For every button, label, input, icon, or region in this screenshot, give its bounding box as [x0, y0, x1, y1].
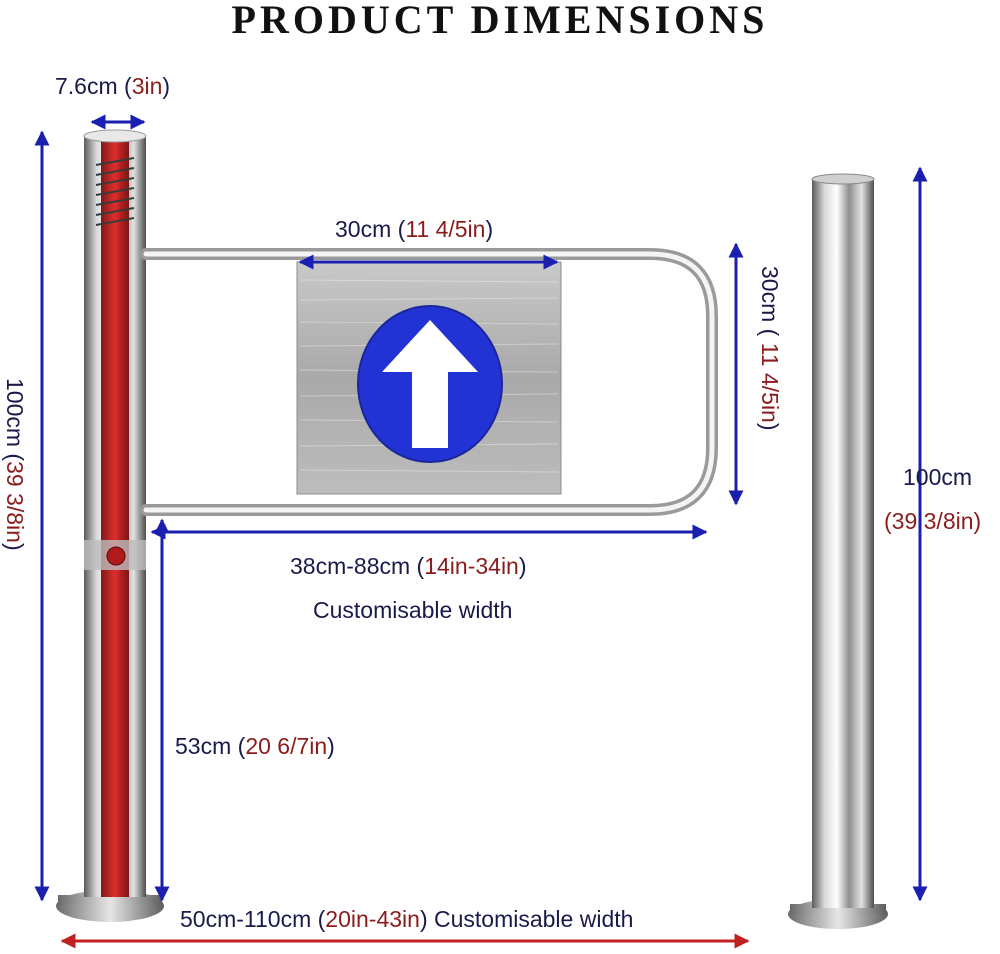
post-diameter-label: 7.6cm (3in): [55, 73, 171, 99]
up-arrow-icon: [357, 305, 503, 463]
right-height-imperial-label: (39 3/8in): [884, 508, 982, 534]
right-height-label: 100cm: [903, 464, 973, 490]
arm-elevation-label: 53cm (20 6/7in): [175, 733, 335, 759]
spring: [95, 157, 135, 226]
left-height-label: 100cm (39 3/8in): [2, 378, 28, 551]
right-post: [788, 173, 888, 929]
arm-width-label: 38cm-88cm (14in-34in): [290, 553, 527, 579]
sign-panel: [296, 261, 562, 495]
page-title: PRODUCT DIMENSIONS: [231, 0, 769, 42]
sign-width-label: 30cm (11 4/5in): [335, 216, 494, 242]
sign-height-label: 30cm ( 11 4/5in): [757, 266, 783, 431]
arm-width-note: Customisable width: [313, 597, 513, 623]
left-post: [56, 129, 164, 922]
dimension-arrows: [34, 114, 928, 949]
total-width-label: 50cm-110cm (20in-43in) Customisable widt…: [180, 906, 634, 932]
swing-arm: [140, 248, 718, 516]
